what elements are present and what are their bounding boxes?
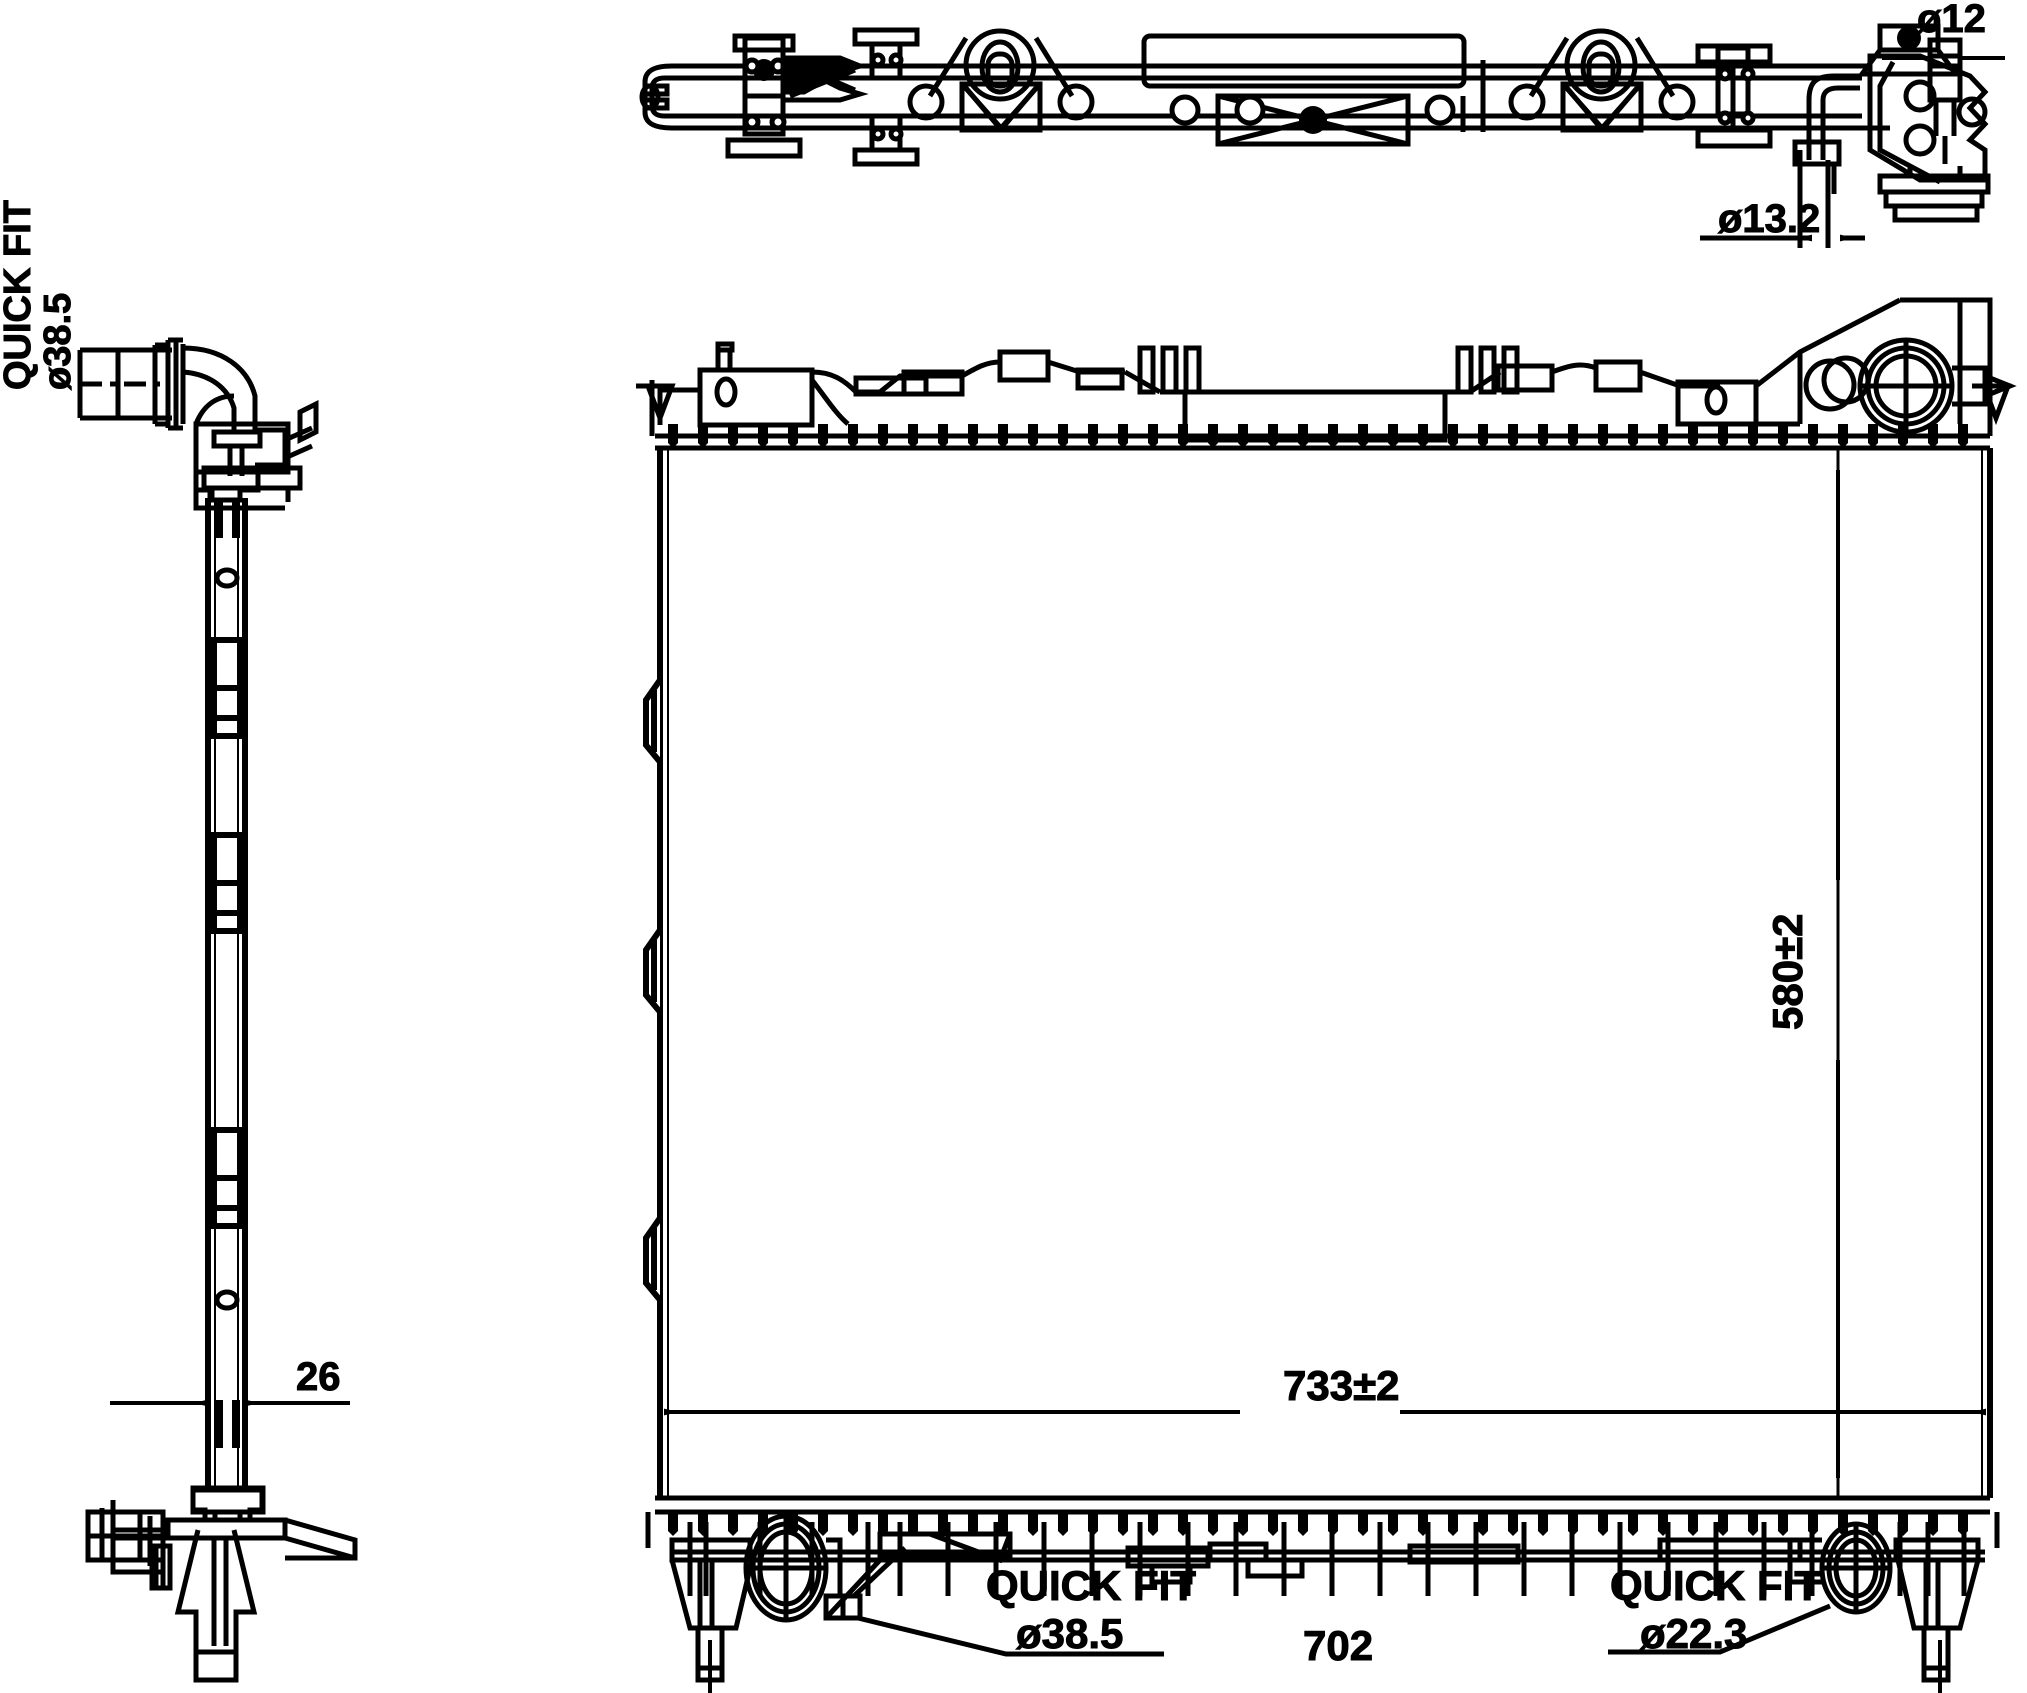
dim-26 [110,1320,350,1420]
side-view-bottom-slot-pair [215,1400,240,1448]
front-view-bottom-fins [668,1512,1968,1536]
inlet-quickfit-dia: ø38.5 [1016,1610,1123,1657]
dim-dia13_2-label: ø13.2 [1718,197,1820,241]
top-view-center-plate [1141,33,1486,147]
front-view-filler-cap [1821,337,2017,435]
front-view-inlet-annotation: QUICK FIT ø38.5 [857,1562,1197,1658]
top-view-filler-neck [907,28,1095,133]
front-view-bottom-tank [645,1495,2000,1548]
front-view-top-posts [1137,345,1520,395]
front-view-left-brackets [643,678,663,1302]
side-view-head-plate [193,465,303,511]
front-view-right-foot [1893,1537,1981,1683]
front-view-top-fins [668,424,1968,448]
dim-dia12-label: ø12 [1917,0,1986,41]
front-view-outlet-boss [1657,1521,1893,1615]
top-view-right-filler [1508,28,1696,133]
dim-dia13_2 [1700,150,1865,248]
dim-26-label: 26 [296,1355,341,1399]
front-view-bottom-latches [1125,1541,1521,1585]
side-view-top-slot-pair [215,500,240,538]
dim-702 [708,1640,1942,1693]
top-view: ø12 ø13.2 [639,0,2005,248]
side-view-quickfit-annotation: QUICK FIT ø38.5 [0,200,80,391]
inlet-quickfit-label: QUICK FIT [986,1562,1196,1609]
front-view-inlet-boss [743,1513,843,1623]
top-view-left-brace [780,55,869,103]
side-view-bracket-3 [211,1127,245,1229]
front-view-inlet-clip [823,1531,1013,1621]
dim-702-label: 702 [1303,1622,1373,1669]
dim-580-label: 580±2 [1764,914,1811,1030]
top-view-center-t-bracket [852,27,920,167]
outlet-quickfit-label: QUICK FIT [1610,1562,1820,1609]
top-view-right-bracket [1695,43,1773,149]
side-view-bottom-mount [85,1485,358,1683]
front-view: 733±2 580±2 702 QUICK FIT ø38.5 [636,297,2017,1693]
dim-733-label: 733±2 [1283,1362,1399,1409]
outlet-quickfit-dia: ø22.3 [1640,1610,1747,1657]
side-view-bracket-1 [211,637,245,739]
top-view-dia12-pin [1927,37,1963,164]
side-view-hole-lower [214,1289,240,1311]
top-view-left-endcap [639,63,673,131]
front-view-outlet-annotation: QUICK FIT ø22.3 [1608,1562,1831,1658]
top-view-lower-neck [1877,166,1991,223]
side-view-bracket-2 [211,832,245,934]
side-view-inlet-barb [77,337,186,431]
side-view: QUICK FIT ø38.5 26 [0,200,358,1683]
side-view-quickfit-label: QUICK FIT [0,200,39,390]
side-view-quickfit-dia: ø38.5 [37,293,79,390]
top-view-left-bracket [725,33,803,159]
side-view-hole-upper [214,567,240,589]
